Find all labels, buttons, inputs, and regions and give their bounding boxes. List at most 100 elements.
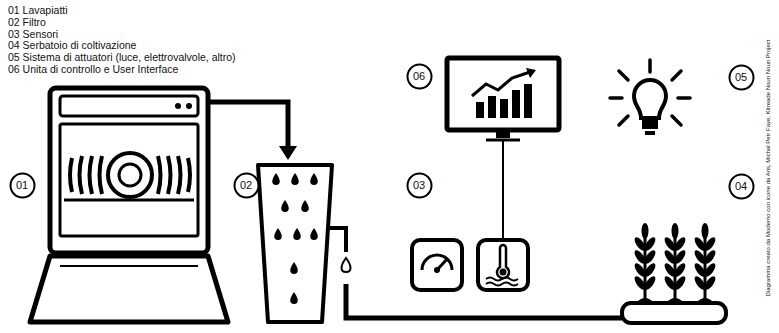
- temperature-sensor-icon: [478, 240, 528, 290]
- callout-circle: 02: [233, 172, 260, 199]
- monitor-icon-part: [502, 140, 504, 240]
- dishwasher-icon-part: [119, 164, 141, 186]
- outflow-pipe: [330, 228, 622, 318]
- filter-icon-part: [291, 173, 299, 185]
- filter-icon: [258, 165, 332, 322]
- light-bulb-icon-part: [610, 96, 622, 100]
- filter-icon-part: [293, 228, 301, 240]
- callout-number: 03: [413, 180, 425, 191]
- light-bulb-icon-part: [634, 80, 666, 118]
- callout-circle: 01: [9, 172, 36, 199]
- grow-tank-icon-part: [673, 261, 688, 278]
- grow-tank-icon-part: [673, 248, 688, 265]
- callout-number: 05: [735, 72, 747, 83]
- temperature-sensor-icon-part: [486, 278, 518, 286]
- dishwasher-icon: [30, 88, 228, 322]
- grow-tank-icon-part: [642, 223, 649, 239]
- light-bulb-icon-part: [642, 120, 658, 129]
- legend-item: 04 Serbatoio di coltivazione: [8, 40, 136, 52]
- callout-ring: [234, 173, 258, 197]
- callout-ring: [729, 174, 753, 198]
- outflow-pipe-part: [330, 228, 346, 252]
- dishwasher-icon-part: [60, 265, 198, 267]
- light-bulb-icon-part: [645, 131, 655, 135]
- light-bulb-icon: [610, 60, 690, 135]
- grow-tank-icon-part: [704, 232, 707, 303]
- dishwasher-icon-part: [64, 199, 194, 202]
- monitor-icon-part: [500, 99, 508, 118]
- grow-tank-icon: [622, 223, 726, 323]
- filter-icon-part: [274, 228, 282, 240]
- gauge-sensor-icon-part: [412, 240, 462, 290]
- dishwasher-icon-part: [60, 124, 198, 236]
- dishwasher-icon-part: [175, 103, 181, 109]
- callout-number: 04: [735, 181, 747, 192]
- inflow-pipe-part: [208, 102, 288, 148]
- credit-text: Diagramma creato da Moderno con icone da…: [765, 40, 771, 297]
- grow-tank-icon-part: [703, 248, 718, 265]
- light-bulb-icon-part: [678, 96, 690, 100]
- monitor-icon-part: [476, 84, 532, 118]
- inflow-pipe: [208, 102, 297, 160]
- dishwasher-icon-part: [108, 153, 152, 197]
- callout-circle: 06: [406, 63, 433, 90]
- monitor-icon-part: [488, 96, 496, 118]
- callout-circle: 05: [728, 64, 755, 91]
- light-bulb-icon-part: [672, 71, 681, 80]
- callout-ring: [407, 64, 431, 88]
- legend-item: 06 Unita di controllo e User Interface: [8, 64, 178, 76]
- dishwasher-icon-part: [30, 256, 228, 322]
- gauge-sensor-icon-part: [434, 267, 440, 273]
- callout-circle: 04: [728, 173, 755, 200]
- light-bulb-icon-part: [619, 71, 628, 80]
- light-bulb-icon-part: [672, 116, 681, 125]
- grow-tank-icon-part: [636, 298, 714, 303]
- callout-ring: [407, 173, 431, 197]
- light-bulb-icon-part: [648, 60, 652, 72]
- filter-icon-part: [258, 165, 332, 322]
- monitor-icon-part: [496, 130, 510, 138]
- grow-tank-icon-part: [643, 274, 658, 291]
- callout-circle: 03: [406, 172, 433, 199]
- grow-tank-icon-part: [643, 248, 658, 265]
- filter-icon-part: [272, 173, 280, 185]
- filter-icon-part: [281, 200, 289, 212]
- filter-icon-part: [290, 292, 298, 304]
- temperature-sensor-icon-part: [500, 269, 507, 276]
- filter-icon-part: [272, 173, 318, 304]
- filter-icon-part: [310, 228, 318, 240]
- grow-tank-icon-part: [644, 232, 647, 303]
- callout-ring: [10, 173, 34, 197]
- legend-item: 03 Sensori: [8, 29, 58, 41]
- monitor-icon-part: [476, 102, 484, 118]
- callout-number: 01: [16, 180, 28, 191]
- grow-tank-icon-part: [702, 223, 709, 239]
- grow-tank-icon-part: [673, 274, 688, 291]
- dishwasher-icon-part: [60, 96, 198, 116]
- grow-tank-icon-part: [643, 261, 658, 278]
- inflow-pipe-part: [279, 146, 297, 160]
- legend-item: 02 Filtro: [8, 17, 46, 29]
- light-bulb-icon-part: [619, 116, 628, 125]
- legend-item: 05 Sistema di attuatori (luce, elettrova…: [8, 52, 236, 64]
- filter-icon-part: [301, 200, 309, 212]
- monitor-icon-part: [526, 68, 536, 78]
- grow-tank-icon-part: [672, 223, 679, 239]
- monitor-icon-part: [447, 58, 559, 130]
- monitor-icon-part: [512, 90, 520, 118]
- filter-icon-part: [310, 173, 318, 185]
- grow-tank-icon-part: [622, 303, 726, 323]
- callout-number: 06: [413, 71, 425, 82]
- temperature-sensor-icon-part: [497, 245, 509, 278]
- gauge-sensor-icon: [412, 240, 462, 290]
- legend-item: 01 Lavapiatti: [8, 5, 68, 17]
- callout-ring: [729, 65, 753, 89]
- dishwasher-icon-part: [186, 103, 192, 109]
- outflow-pipe-part: [342, 258, 351, 272]
- filter-icon-part: [290, 262, 298, 274]
- grow-tank-icon-part: [703, 274, 718, 291]
- grow-tank-icon-part: [633, 223, 718, 292]
